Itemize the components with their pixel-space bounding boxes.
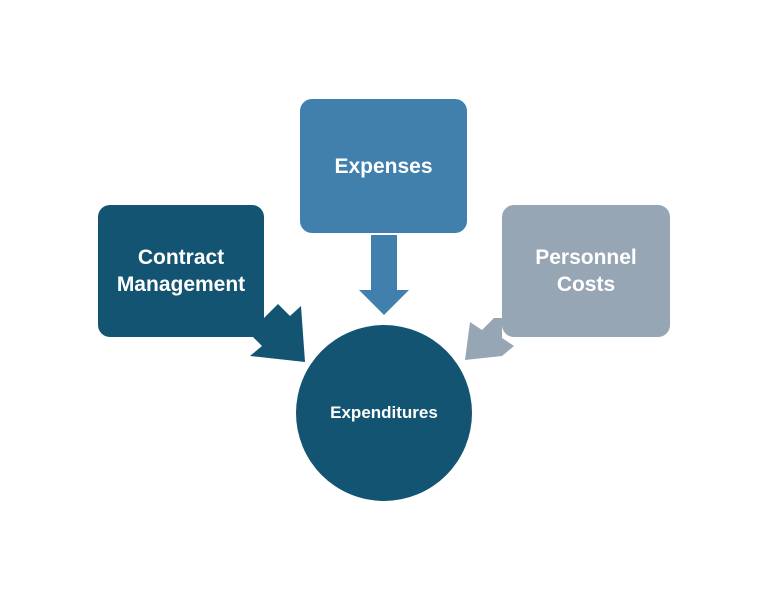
arrow-personnel (465, 318, 514, 360)
arrow-expenses (359, 235, 409, 315)
expenditures-label: Expenditures (330, 403, 438, 422)
personnel-label: Personnel Costs (535, 246, 637, 296)
contract-management-box: Contract Management (98, 205, 264, 337)
expenses-label: Expenses (334, 154, 433, 178)
expenses-box: Expenses (300, 99, 467, 233)
expenditures-circle: Expenditures (296, 325, 472, 501)
personnel-costs-box: Personnel Costs (502, 205, 670, 337)
contract-label: Contract Management (116, 246, 246, 296)
